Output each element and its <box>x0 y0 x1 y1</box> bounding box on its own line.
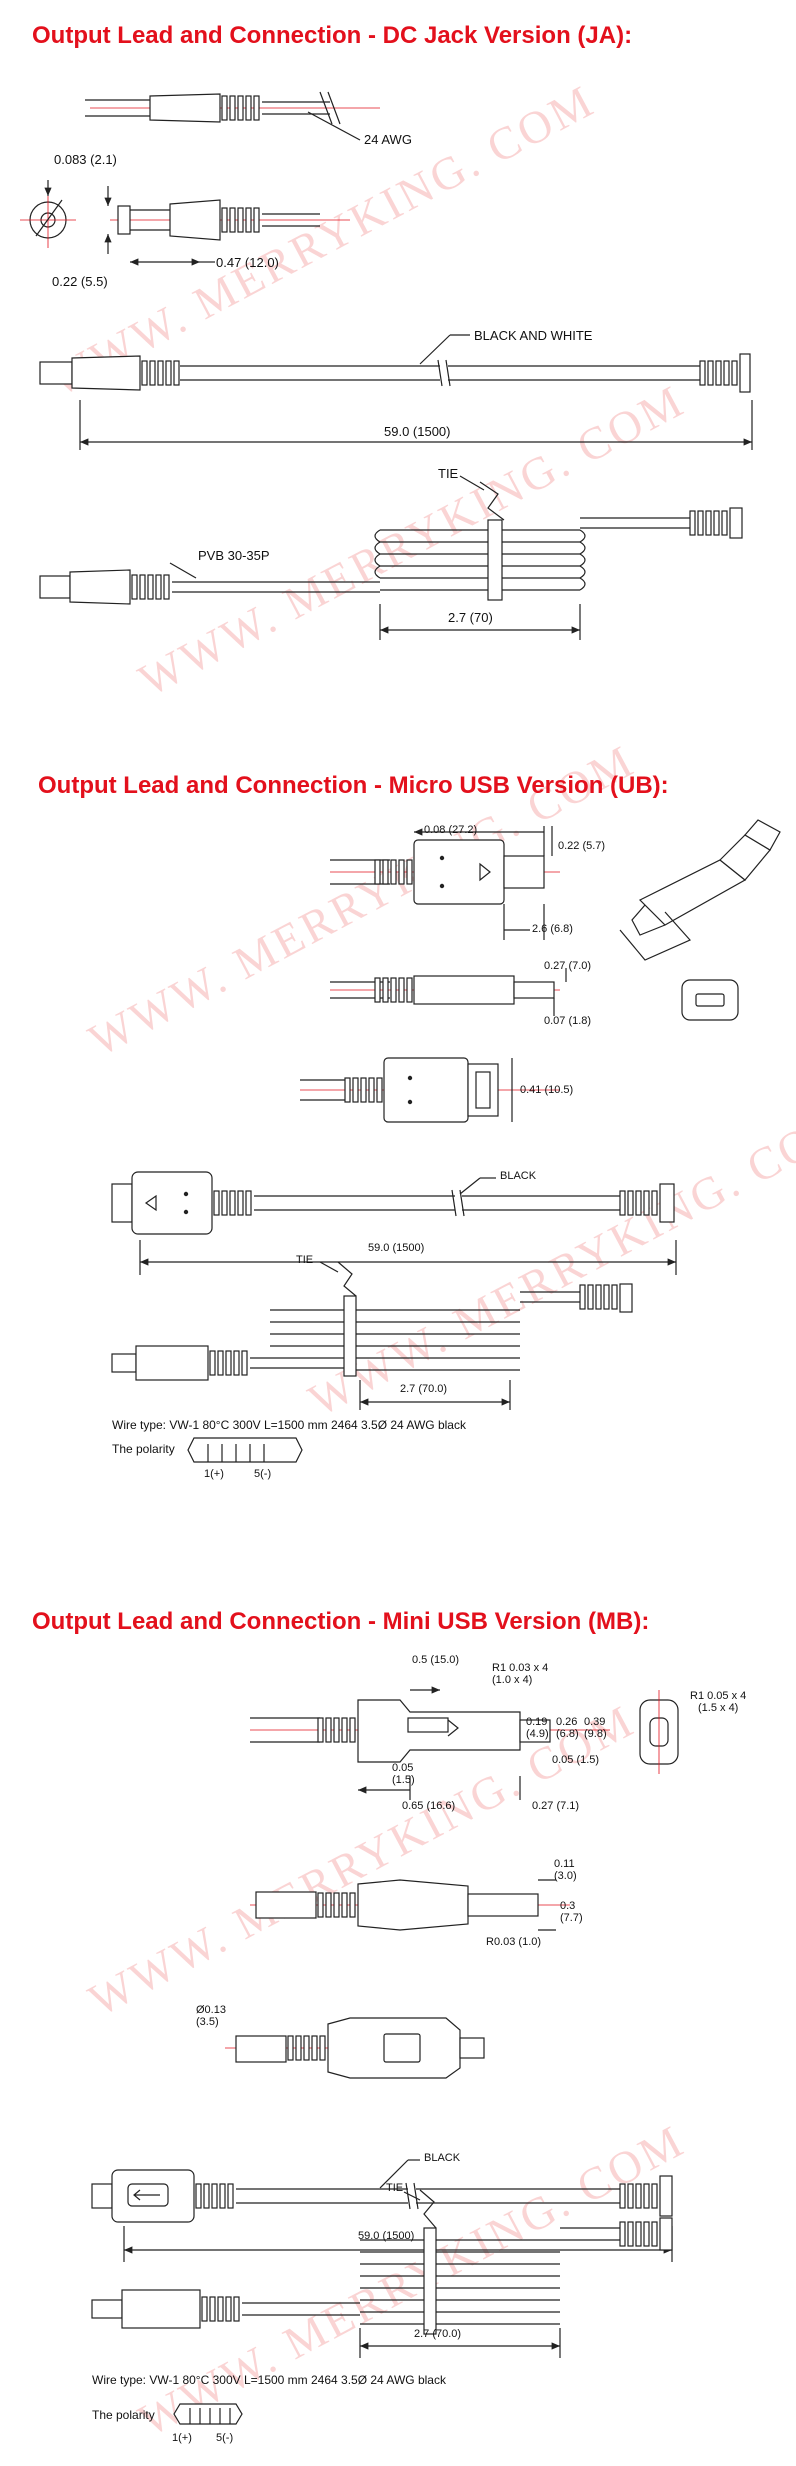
ja-pvb-label: PVB 30-35P <box>198 548 270 563</box>
mb-cable-length: 59.0 (1500) <box>358 2230 415 2242</box>
mb-pin1-label: 1(+) <box>172 2432 192 2444</box>
mb-black-label: BLACK <box>424 2152 461 2164</box>
mb-dim-12b: (3.5) <box>196 2016 219 2028</box>
ub-dim-3: 2.6 (6.8) <box>532 923 573 935</box>
ub-dim-1: 0.08 (27.2) <box>424 824 478 836</box>
ja-dim-length: 0.47 (12.0) <box>216 255 279 270</box>
ja-connector-top <box>85 91 380 141</box>
ub-polarity-diagram <box>187 1437 303 1463</box>
mb-radius-1: R1 0.03 x 4 <box>492 1662 549 1674</box>
mb-dim-8: 0.27 (7.1) <box>532 1800 580 1812</box>
mb-radius-2: R1 0.05 x 4 <box>690 1690 747 1702</box>
ja-awg-label: 24 AWG <box>364 132 412 147</box>
ub-dim-4: 0.27 (7.0) <box>544 960 592 972</box>
mb-connector-3 <box>225 2017 485 2079</box>
ub-pin5-label: 5(-) <box>254 1468 272 1480</box>
ub-pin1-label: 1(+) <box>204 1468 224 1480</box>
ub-coil-length: 2.7 (70.0) <box>400 1383 448 1395</box>
ja-cable-length: 59.0 (1500) <box>384 424 451 439</box>
ub-cable-coiled <box>111 1261 633 1410</box>
ub-polarity-label: The polarity <box>112 1442 175 1456</box>
ub-black-label: BLACK <box>500 1170 537 1182</box>
mb-dim-4: 0.39 <box>584 1716 606 1728</box>
mb-connector-1 <box>250 1686 679 1800</box>
mb-dim-2b: (4.9) <box>526 1728 549 1740</box>
mb-radius-1b: (1.0 x 4) <box>492 1674 533 1686</box>
mb-connector-2 <box>250 1879 570 1931</box>
ja-dim-pin: 0.083 (2.1) <box>54 152 117 167</box>
ja-tie-label: TIE <box>438 466 459 481</box>
mb-dim-6b: (1.5) <box>392 1774 415 1786</box>
mb-dim-3b: (6.8) <box>556 1728 579 1740</box>
mb-tie-label: TIE <box>386 2182 404 2194</box>
ub-cable-length: 59.0 (1500) <box>368 1242 425 1254</box>
mb-cable-long <box>91 2159 673 2262</box>
mb-polarity-diagram <box>173 2403 243 2425</box>
mb-dim-4b: (9.8) <box>584 1728 607 1740</box>
mb-dim-6: 0.05 <box>392 1762 414 1774</box>
ub-connector-3 <box>300 1057 560 1123</box>
mb-dim-10: 0.3 <box>560 1900 576 1912</box>
mb-wire-type: Wire type: VW-1 80°C 300V L=1500 mm 2464… <box>92 2373 446 2387</box>
mb-pin5-label: 5(-) <box>216 2432 234 2444</box>
mb-dim-9b: (3.0) <box>554 1870 577 1882</box>
mb-dim-5: 0.05 (1.5) <box>552 1754 600 1766</box>
ub-dim-6: 0.41 (10.5) <box>520 1084 574 1096</box>
ja-coil-length: 2.7 (70) <box>448 610 493 625</box>
ub-dim-5: 0.07 (1.8) <box>544 1015 592 1027</box>
mb-section-title: Output Lead and Connection - Mini USB Ve… <box>32 1608 650 1635</box>
ub-connector-1 <box>330 826 560 940</box>
ja-black-white-label: BLACK AND WHITE <box>474 328 593 343</box>
ub-dim-2: 0.22 (5.7) <box>558 840 606 852</box>
mb-coil-length: 2.7 (70.0) <box>414 2328 462 2340</box>
mb-radius-2b: (1.5 x 4) <box>698 1702 739 1714</box>
mb-dim-12: Ø0.13 <box>196 2004 226 2016</box>
mb-dim-10b: (7.7) <box>560 1912 583 1924</box>
mb-polarity-label: The polarity <box>92 2408 155 2422</box>
ub-wire-type: Wire type: VW-1 80°C 300V L=1500 mm 2464… <box>112 1418 466 1432</box>
ja-dim-diameter: 0.22 (5.5) <box>52 274 108 289</box>
mb-dim-2: 0.19 <box>526 1716 548 1728</box>
ja-cable-long <box>39 334 753 450</box>
ub-connector-2 <box>330 968 567 1016</box>
ja-connector-side <box>104 186 350 266</box>
mb-dim-3: 0.26 <box>556 1716 578 1728</box>
mb-cable-coiled <box>91 2189 673 2358</box>
ub-tie-label: TIE <box>296 1254 314 1266</box>
mb-dim-1: 0.5 (15.0) <box>412 1654 460 1666</box>
ub-cable-long <box>111 1171 677 1275</box>
mb-dim-7: 0.65 (16.6) <box>402 1800 456 1812</box>
ja-cable-coiled <box>39 475 743 640</box>
ja-end-view <box>20 180 76 248</box>
mb-dim-9: 0.11 <box>554 1858 575 1870</box>
ja-section-title: Output Lead and Connection - DC Jack Ver… <box>32 22 633 49</box>
ub-section-title: Output Lead and Connection - Micro USB V… <box>38 772 669 799</box>
mb-dim-11: R0.03 (1.0) <box>486 1936 542 1948</box>
ub-connector-iso <box>619 819 781 1021</box>
